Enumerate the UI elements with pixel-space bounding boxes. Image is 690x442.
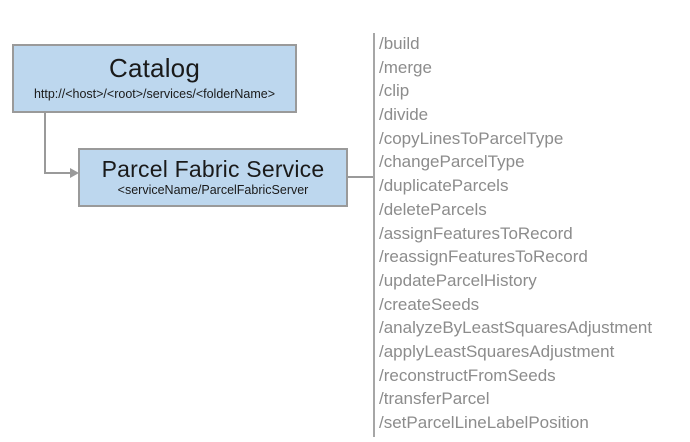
operation-item[interactable]: /deleteParcels <box>379 199 487 219</box>
operation-item[interactable]: /divide <box>379 105 429 125</box>
operation-item[interactable]: /createSeeds <box>379 294 480 314</box>
operation-item[interactable]: /transferParcel <box>379 389 490 409</box>
operation-item[interactable]: /build <box>379 34 420 53</box>
node-parcel-fabric-service[interactable]: Parcel Fabric Service <serviceName/Parce… <box>78 148 348 207</box>
connector-catalog-to-service-vertical <box>44 113 46 173</box>
node-parcel-fabric-service-title: Parcel Fabric Service <box>101 156 325 183</box>
operation-item[interactable]: /merge <box>379 57 432 77</box>
operation-item[interactable]: /duplicateParcels <box>379 176 509 196</box>
node-catalog-title: Catalog <box>108 52 201 83</box>
operation-item[interactable]: /clip <box>379 81 410 101</box>
operation-item[interactable]: /reassignFeaturesToRecord <box>379 247 588 267</box>
arrowhead-icon <box>70 168 79 178</box>
operations-list: /build /merge /clip /divide /copyLinesTo… <box>379 32 684 435</box>
connector-catalog-to-service-horizontal <box>44 172 72 174</box>
operation-item[interactable]: /analyzeByLeastSquaresAdjustment <box>379 318 653 338</box>
operations-rail-divider <box>373 33 375 437</box>
operation-item[interactable]: /setParcelLineLabelPosition <box>379 413 589 432</box>
operation-item[interactable]: /applyLeastSquaresAdjustment <box>379 341 615 361</box>
node-parcel-fabric-service-subtitle: <serviceName/ParcelFabricServer <box>117 183 309 198</box>
operation-item[interactable]: /copyLinesToParcelType <box>379 128 564 148</box>
node-catalog-subtitle: http://<host>/<root>/services/<folderNam… <box>33 87 276 102</box>
node-catalog[interactable]: Catalog http://<host>/<root>/services/<f… <box>12 44 297 113</box>
operation-item[interactable]: /assignFeaturesToRecord <box>379 223 573 243</box>
operation-item[interactable]: /updateParcelHistory <box>379 270 537 290</box>
connector-service-to-operations <box>348 176 374 178</box>
operation-item[interactable]: /changeParcelType <box>379 152 525 172</box>
operation-item[interactable]: /reconstructFromSeeds <box>379 365 556 385</box>
